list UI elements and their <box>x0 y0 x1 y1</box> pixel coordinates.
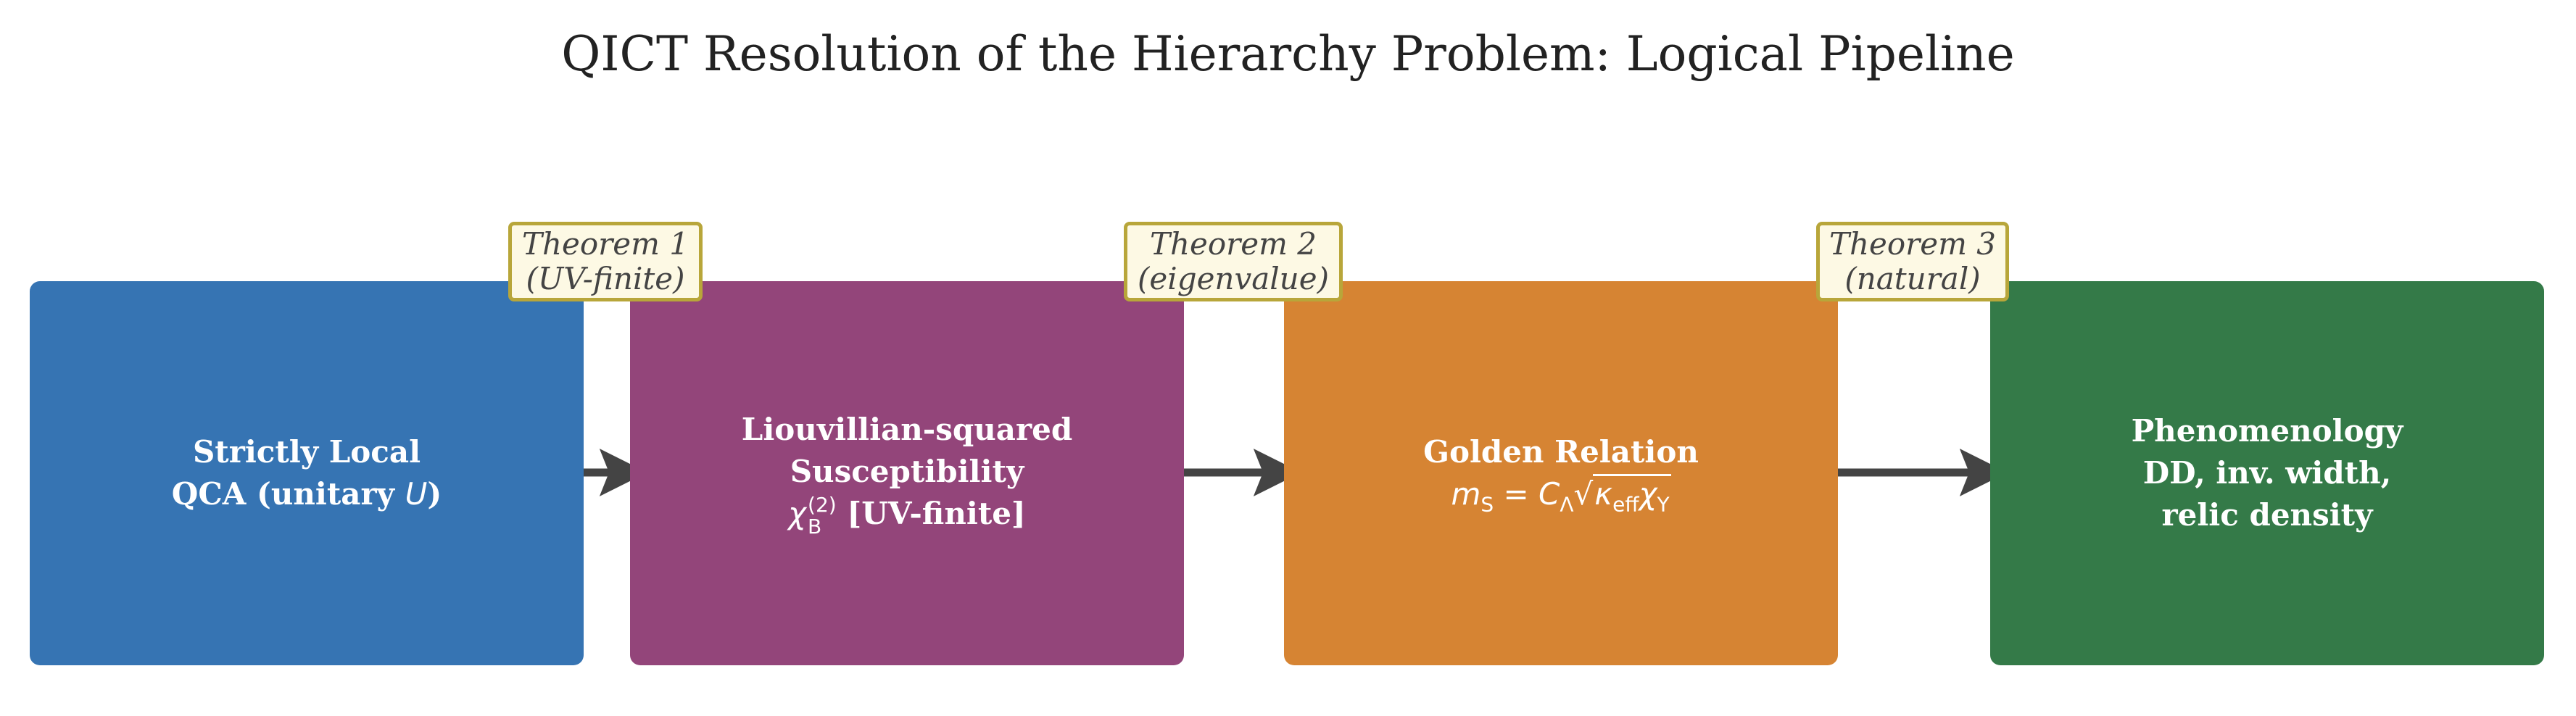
box-3-chi-sub: Y <box>1657 492 1670 517</box>
box-3-sqrt-sign: √ <box>1573 476 1594 512</box>
box-4-line-1: Phenomenology <box>2131 413 2403 449</box>
theorem-1-label: Theorem 1 (UV-finite) <box>508 222 703 301</box>
theorem-2-note: (eigenvalue) <box>1138 261 1329 296</box>
diagram-title: QICT Resolution of the Hierarchy Problem… <box>561 26 2015 82</box>
box-2-line-3-suffix: [UV-finite] <box>836 496 1026 531</box>
box-1-line-2-prefix: QCA (unitary <box>171 476 405 512</box>
box-4-line-2: DD, inv. width, <box>2142 455 2392 491</box>
box-2-chi-sub: B <box>808 515 822 538</box>
box-liouvillian-susceptibility: Liouvillian-squared Susceptibility χ(2)B… <box>630 281 1184 665</box>
box-1-line-2: QCA (unitary U) <box>172 473 442 515</box>
box-1-line-2-suffix: ) <box>427 476 442 512</box>
box-3-c-sub: Λ <box>1560 492 1574 517</box>
box-2-line-1: Liouvillian-squared <box>741 412 1073 447</box>
box-2-line-3: χ(2)B [UV-finite] <box>788 493 1026 538</box>
box-2-chi-indices: (2)B <box>808 494 837 538</box>
theorem-3-note: (natural) <box>1844 261 1981 296</box>
box-3-chi-symbol: χ <box>1639 476 1657 512</box>
box-2-chi-sup: (2) <box>808 493 837 517</box>
theorem-1-note: (UV-finite) <box>526 261 685 296</box>
box-2-chi-symbol: χ <box>788 496 807 531</box>
box-1-unitary-symbol: U <box>405 476 428 512</box>
theorem-3-title: Theorem 3 <box>1829 226 1997 262</box>
box-4-line-3: relic density <box>2161 497 2373 533</box>
box-strictly-local-qca: Strictly Local QCA (unitary U) <box>30 281 584 665</box>
box-3-m-sub: S <box>1480 492 1494 517</box>
box-3-c-symbol: C <box>1538 476 1560 512</box>
theorem-1-title: Theorem 1 <box>521 226 689 262</box>
box-1-line-1: Strictly Local <box>192 434 421 470</box>
box-3-golden-relation-formula: mS = CΛ√κeffχY <box>1451 473 1671 517</box>
box-3-m-symbol: m <box>1451 476 1481 512</box>
box-3-equals: = <box>1494 476 1539 512</box>
box-3-kappa-symbol: κ <box>1594 476 1613 512</box>
theorem-2-title: Theorem 2 <box>1149 226 1317 262</box>
box-3-kappa-sub: eff <box>1612 492 1639 517</box>
theorem-2-label: Theorem 2 (eigenvalue) <box>1124 222 1343 301</box>
box-phenomenology: Phenomenology DD, inv. width, relic dens… <box>1990 281 2544 665</box>
theorem-3-label: Theorem 3 (natural) <box>1816 222 2009 301</box>
box-3-sqrt-content: κeffχY <box>1593 474 1671 515</box>
box-3-line-1: Golden Relation <box>1423 434 1699 470</box>
box-2-line-2: Susceptibility <box>790 454 1024 489</box>
box-golden-relation: Golden Relation mS = CΛ√κeffχY <box>1284 281 1838 665</box>
